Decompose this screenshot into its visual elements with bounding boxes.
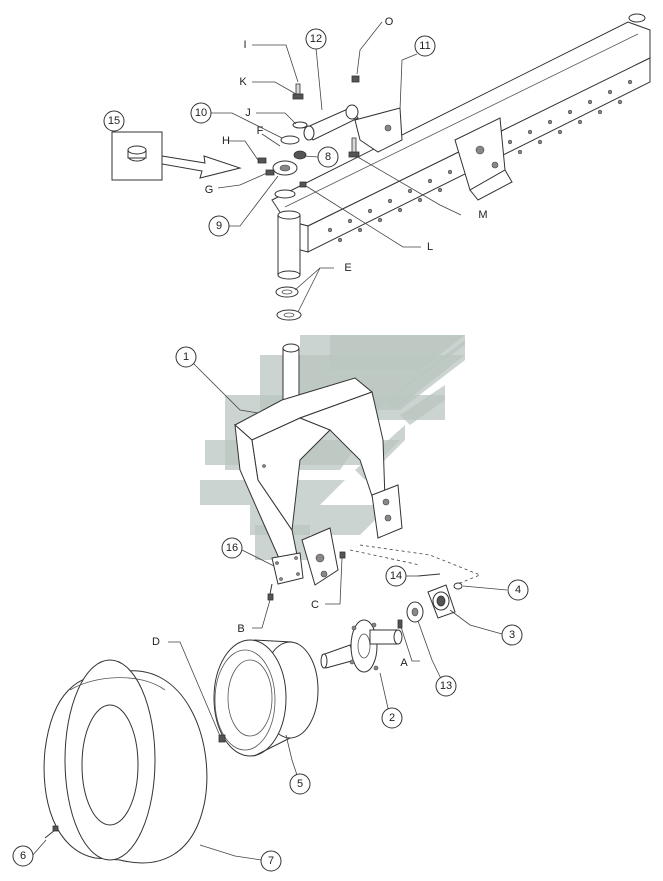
letter-o: O <box>385 16 394 28</box>
callouts: 12 11 15 10 8 9 1 16 14 4 3 13 2 5 7 6 <box>12 28 529 872</box>
callout-3-label: 3 <box>509 629 515 641</box>
letter-g: G <box>205 184 214 196</box>
frame-beam <box>271 13 651 253</box>
letter-j: J <box>245 107 251 119</box>
letter-k: K <box>239 76 247 88</box>
callout-2-label: 2 <box>389 712 395 724</box>
callout-2: 2 <box>381 707 403 729</box>
callout-6-label: 6 <box>20 850 26 862</box>
callout-11-label: 11 <box>419 40 430 52</box>
letter-l: L <box>427 241 433 253</box>
bracket-11 <box>354 107 403 153</box>
cylinder-12 <box>303 104 359 141</box>
callout-5-label: 5 <box>297 778 303 790</box>
pivot-tube <box>274 189 301 280</box>
callout-10-label: 10 <box>195 107 207 119</box>
callout-16: 16 <box>221 537 243 559</box>
callout-8-label: 8 <box>325 151 331 163</box>
letter-a: A <box>400 657 408 669</box>
letter-d: D <box>152 636 160 648</box>
cover-plate-16 <box>267 551 346 601</box>
callout-11: 11 <box>414 35 436 57</box>
callout-4-label: 4 <box>515 584 521 596</box>
hub-spindle-2 <box>320 619 403 673</box>
letter-f: F <box>257 125 264 137</box>
letter-c: C <box>311 599 319 611</box>
callout-3: 3 <box>501 624 523 646</box>
callout-15: 15 <box>103 110 125 132</box>
caster-fork <box>234 343 403 586</box>
callout-12-label: 12 <box>310 33 322 45</box>
washers-e <box>275 286 302 321</box>
callout-15-label: 15 <box>108 115 120 127</box>
letter-b: B <box>237 623 244 635</box>
leader-lines <box>31 21 508 862</box>
callout-14-label: 14 <box>390 570 402 582</box>
alignment-lines <box>349 544 482 586</box>
tire-7 <box>43 659 208 864</box>
callout-13-label: 13 <box>440 680 452 692</box>
callout-12: 12 <box>305 28 327 50</box>
rim-5 <box>213 639 319 757</box>
callout-1-label: 1 <box>183 351 189 363</box>
callout-7: 7 <box>260 850 282 872</box>
callout-8: 8 <box>317 146 339 168</box>
detail-box-15 <box>111 131 242 181</box>
bearing-13 <box>406 601 424 623</box>
callout-6: 6 <box>12 845 34 867</box>
callout-14: 14 <box>385 565 407 587</box>
callout-9-label: 9 <box>216 220 222 232</box>
callout-1-fork: 1 <box>175 346 197 368</box>
callout-13: 13 <box>435 675 457 697</box>
letter-i: I <box>243 39 246 51</box>
flange-bearing-3 <box>417 573 463 619</box>
hardware-top <box>257 75 360 188</box>
callout-16-label: 16 <box>226 542 238 554</box>
callout-9: 9 <box>208 215 230 237</box>
letter-e: E <box>344 262 351 274</box>
callout-4: 4 <box>507 579 529 601</box>
letter-m: M <box>478 209 487 221</box>
callout-7-label: 7 <box>268 855 274 867</box>
letter-h: H <box>222 135 230 147</box>
callout-10: 10 <box>190 102 212 124</box>
callout-5: 5 <box>289 773 311 795</box>
letter-labels: O I K J F H G M L E C B D A <box>152 16 488 669</box>
